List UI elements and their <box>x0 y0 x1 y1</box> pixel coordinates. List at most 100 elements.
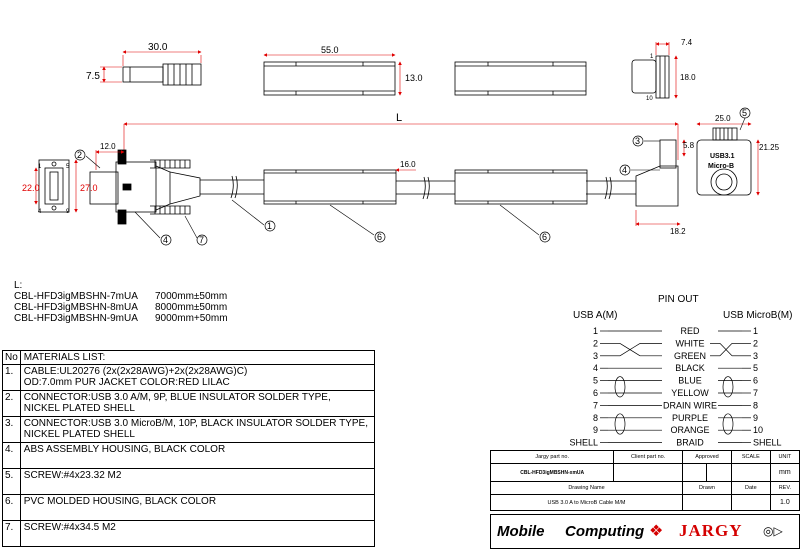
dim-18: 18.0 <box>680 73 696 82</box>
dim-L: L <box>396 112 402 124</box>
pin-left-label: 4 <box>593 363 598 373</box>
cable-jacket <box>200 175 636 200</box>
tb-unit: mm <box>769 463 800 482</box>
materials-row: 3. CONNECTOR:USB 3.0 MicroB/M, 10P, BLAC… <box>2 416 376 443</box>
tb-client-part-label: Client part no. <box>613 450 683 464</box>
dim-22: 22.0 <box>22 183 40 193</box>
pin-right-label: 10 <box>753 425 763 435</box>
pin-color-label: BRAID <box>676 438 704 448</box>
dim-30: 30.0 <box>148 42 168 53</box>
pin-label-4: 4 <box>38 209 42 215</box>
materials-table: No MATERIALS LIST: 1. CABLE:UL20276 (2x(… <box>2 350 376 547</box>
logo-bar: Mobile Computing ❖ JARGY ◎▷ <box>490 514 800 549</box>
materials-header-row: No MATERIALS LIST: <box>2 350 376 365</box>
callout-3: 3 <box>635 136 640 146</box>
dim-25: 25.0 <box>715 114 731 123</box>
pin-label-1-top: 1 <box>650 54 654 60</box>
tb-drawing-name: USB 3.0 A to MicroB Cable M/M <box>490 494 683 511</box>
callout-7: 7 <box>199 235 204 245</box>
usb-a-connector <box>89 149 201 225</box>
callout-2: 2 <box>77 150 82 160</box>
pin-label-10-top: 10 <box>646 96 653 102</box>
tb-approved-label: Approved <box>682 450 732 464</box>
callout-1: 1 <box>267 221 272 231</box>
materials-line: NICKEL PLATED SHELL <box>23 429 135 440</box>
pin-color-label: PURPLE <box>672 413 708 423</box>
materials-line: NICKEL PLATED SHELL <box>23 403 135 414</box>
pin-left-label: 2 <box>593 338 598 348</box>
dim-16: 16.0 <box>400 160 416 169</box>
runner-icon: ❖ <box>649 523 664 540</box>
materials-no: 4. <box>2 442 21 469</box>
shield-ellipse-right <box>722 376 734 398</box>
pin-right-label: 7 <box>753 388 758 398</box>
pin-color-label: ORANGE <box>670 425 709 435</box>
pin-left-label: 7 <box>593 400 598 410</box>
usb-a-side-view <box>122 63 202 86</box>
dim-12: 12.0 <box>100 142 116 151</box>
tb-part-no: CBL-HFD3igMBSHN-xmUA <box>489 463 615 482</box>
dim-27: 27.0 <box>80 183 98 193</box>
shield-ellipse-left <box>614 413 626 435</box>
materials-no: 5. <box>2 468 21 495</box>
materials-line: ABS ASSEMBLY HOUSING, BLACK COLOR <box>19 442 376 469</box>
callouts: 2 4 7 1 6 6 3 4 5 <box>74 107 751 246</box>
callout-5: 5 <box>742 108 747 118</box>
tb-unit-label: UNIT <box>769 450 800 464</box>
pin-left-label: 1 <box>593 326 598 336</box>
dim-13: 13.0 <box>405 73 423 83</box>
materials-line: OD:7.0mm PUR JACKET COLOR:RED LILAC <box>23 377 230 388</box>
tb-jargy-part-label: Jargy part no. <box>489 450 615 464</box>
micro-label-2: Micro-B <box>708 163 734 170</box>
materials-row: 6. PVC MOLDED HOUSING, BLACK COLOR <box>2 494 376 521</box>
materials-no: 6. <box>2 494 21 521</box>
pin-color-label: WHITE <box>676 338 705 348</box>
title-block: Jargy part no. Client part no. Approved … <box>489 450 800 511</box>
length-part-9m: CBL-HFD3igMBSHN-9mUA <box>14 313 138 324</box>
dim-55: 55.0 <box>321 45 339 55</box>
usb-a-front-face <box>38 159 70 213</box>
tb-drawing-name-label: Drawing Name <box>490 481 683 495</box>
tb-date-label: Date <box>730 481 771 495</box>
length-value-8m: 8000mm±50mm <box>155 302 228 313</box>
micro-b-front-view <box>696 127 752 196</box>
pin-left-label: SHELL <box>569 438 598 448</box>
molded-housing-top-2 <box>454 61 587 96</box>
materials-no: 3. <box>2 416 21 443</box>
pin-label-1-front: 1 <box>38 164 42 170</box>
materials-line: PVC MOLDED HOUSING, BLACK COLOR <box>19 494 376 521</box>
materials-row: 1. CABLE:UL20276 (2x(2x28AWG)+2x(2x28AWG… <box>2 364 376 391</box>
twist-left <box>619 343 641 357</box>
pin-right-label: 3 <box>753 351 758 361</box>
tb-rev-label: REV. <box>769 481 800 495</box>
length-part-7m: CBL-HFD3igMBSHN-7mUA <box>14 291 138 302</box>
materials-no: 2. <box>2 390 21 417</box>
pin-color-label: YELLOW <box>671 388 709 398</box>
pin-left-label: 5 <box>593 376 598 386</box>
materials-no: 7. <box>2 520 21 547</box>
pin-color-label: DRAIN WIRE <box>663 400 717 410</box>
materials-line: CONNECTOR:USB 3.0 A/M, 9P, BLUE INSULATO… <box>23 392 331 403</box>
pin-left-label: 8 <box>593 413 598 423</box>
shield-ellipse-right <box>722 413 734 435</box>
pin-right-label: 1 <box>753 326 758 336</box>
length-value-7m: 7000mm±50mm <box>155 291 228 302</box>
micro-b-connector <box>635 139 679 207</box>
materials-no-header: No <box>2 350 21 365</box>
callout-6-left: 6 <box>377 232 382 242</box>
materials-row: 5. SCREW:#4x23.32 M2 <box>2 468 376 495</box>
projection-icon: ◎▷ <box>763 524 783 538</box>
materials-line: SCREW:#4x34.5 M2 <box>19 520 376 547</box>
length-heading: L: <box>14 280 23 291</box>
dim-7-4: 7.4 <box>681 38 693 47</box>
logo-computing: Computing <box>565 523 645 540</box>
pin-color-label: BLUE <box>678 376 702 386</box>
pin-right-label: SHELL <box>753 438 782 448</box>
length-part-8m: CBL-HFD3igMBSHN-8mUA <box>14 302 138 313</box>
pin-right-label: 8 <box>753 400 758 410</box>
pin-color-label: GREEN <box>674 351 706 361</box>
materials-line: CABLE:UL20276 (2x(2x28AWG)+2x(2x28AWG)C) <box>23 366 248 377</box>
dim-7-5: 7.5 <box>86 71 100 82</box>
micro-label-1: USB3.1 <box>710 153 735 160</box>
tb-drawn-label: Drawn <box>682 481 732 495</box>
